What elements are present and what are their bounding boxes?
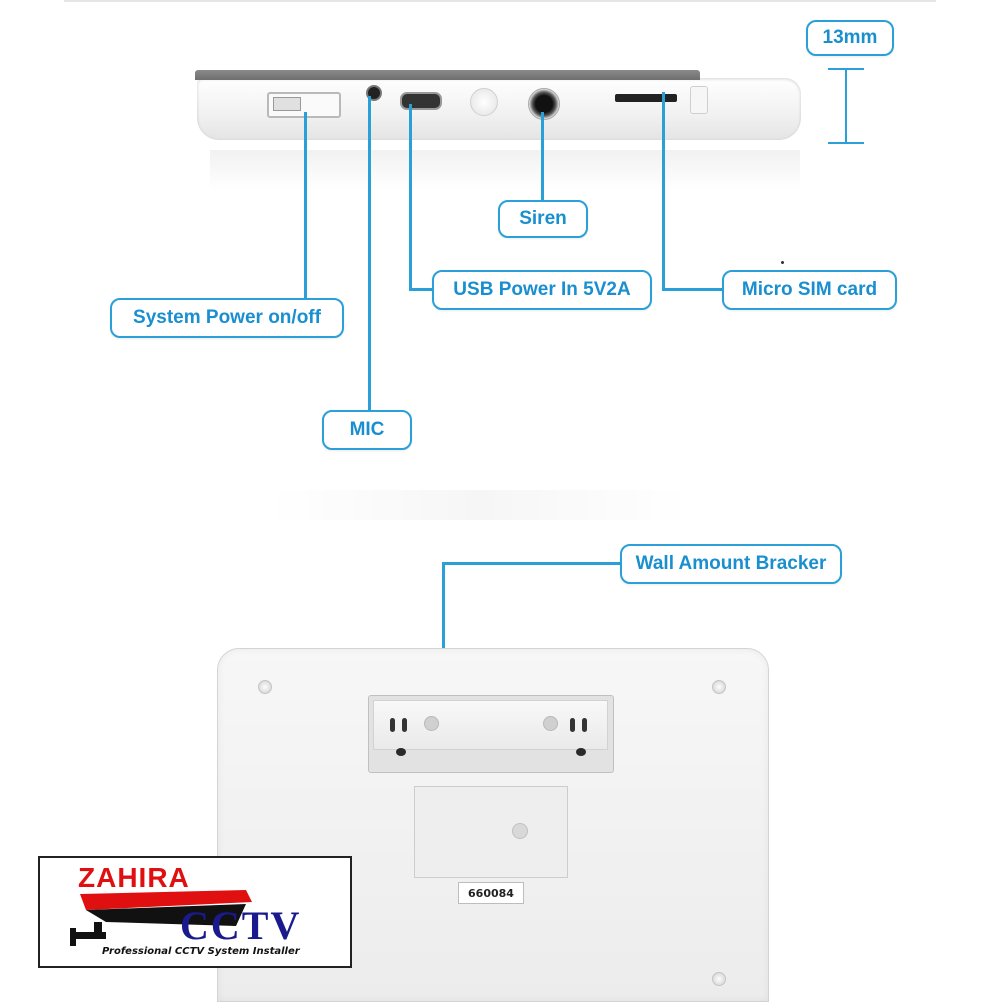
wall-bracket-label: Wall Amount Bracker: [620, 544, 842, 584]
faint-reflection: [270, 490, 690, 520]
logo-tagline: Professional CCTV System Installer: [102, 946, 300, 957]
bracket-slot: [402, 718, 407, 732]
power-switch-knob: [273, 97, 301, 111]
ruler-bottom: [828, 142, 864, 144]
cctv-camera-icon: [70, 890, 252, 946]
top-border-line: [64, 0, 936, 2]
device-reflection: [210, 150, 800, 190]
usb-power-label: USB Power In 5V2A: [432, 270, 652, 310]
bracket-slot: [390, 718, 395, 732]
bracket-hole: [424, 716, 439, 731]
usb-port: [400, 92, 442, 110]
bracket-foot: [396, 748, 406, 756]
sim-connector-horizontal: [662, 288, 724, 291]
power-connector: [304, 112, 307, 320]
ruler-line: [845, 68, 847, 143]
bracket-slot: [570, 718, 575, 732]
serial-sticker: 660084: [458, 882, 524, 904]
dimension-label: 13mm: [806, 20, 894, 56]
usb-connector-vertical: [409, 104, 412, 290]
sim-cover: [690, 86, 708, 114]
bracket-hole: [543, 716, 558, 731]
corner-screw: [258, 680, 272, 694]
mic-label: MIC: [322, 410, 412, 450]
micro-sim-label: Micro SIM card: [722, 270, 897, 310]
siren-connector: [541, 112, 544, 202]
battery-door-hole: [512, 823, 528, 839]
logo-name: ZAHIRA: [78, 862, 190, 893]
led-indicator: [470, 88, 498, 116]
corner-screw: [712, 680, 726, 694]
battery-door: [414, 786, 568, 878]
siren-label: Siren: [498, 200, 588, 238]
bracket-plate: [373, 700, 608, 750]
device-top-edge: [195, 70, 700, 80]
zahira-cctv-logo: ZAHIRA CCTV Professional CCTV System Ins…: [38, 856, 352, 968]
siren-jack: [528, 88, 560, 120]
logo-brand: CCTV: [180, 903, 302, 948]
sim-connector-vertical: [662, 92, 665, 290]
system-power-label: System Power on/off: [110, 298, 344, 338]
mic-connector: [368, 96, 371, 412]
sim-slot: [615, 94, 677, 102]
bracket-connector-vertical: [442, 562, 445, 728]
bracket-slot: [582, 718, 587, 732]
bracket-connector-horizontal: [442, 562, 622, 565]
dot-mark: [781, 261, 784, 264]
power-switch: [267, 92, 341, 118]
usb-connector-horizontal: [409, 288, 434, 291]
corner-screw: [712, 972, 726, 986]
bracket-foot: [576, 748, 586, 756]
